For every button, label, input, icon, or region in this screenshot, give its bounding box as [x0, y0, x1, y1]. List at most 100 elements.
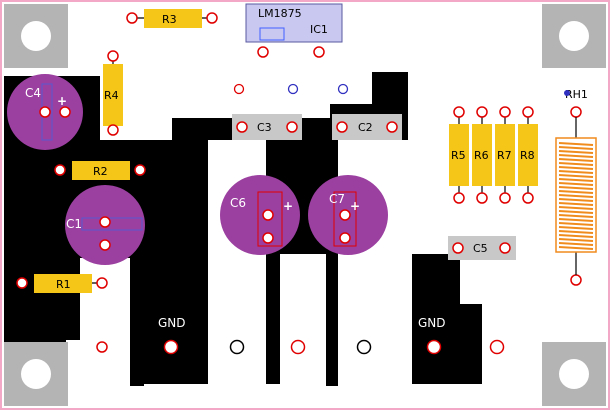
rh1: RH1: [555, 88, 597, 286]
coil-winding: [558, 194, 594, 198]
coil-winding: [558, 238, 594, 242]
rh1-marker: [564, 90, 570, 96]
r2-label: R2: [93, 165, 108, 178]
r8-body: [518, 124, 538, 186]
gnd-left-label: GND: [158, 316, 186, 330]
coil-winding: [558, 230, 594, 234]
r6-pad-2: [476, 192, 488, 204]
c1-label: C1: [66, 217, 82, 231]
coil-winding: [558, 154, 594, 158]
c6-pad-2: [262, 232, 274, 244]
c3: C3: [232, 114, 302, 140]
c5-label: C5: [473, 242, 488, 255]
r1: R1: [16, 274, 108, 293]
c7: C7 +: [308, 175, 388, 255]
coil-winding: [558, 206, 594, 210]
c6-outline: [257, 191, 283, 247]
mounting-holes: [4, 4, 606, 406]
r7-body: [495, 124, 515, 186]
r5-pad-2: [453, 192, 465, 204]
ic1-pin5-pad: [313, 46, 325, 58]
c7-pad-2: [339, 232, 351, 244]
ic1-pin1-pad: [257, 46, 269, 58]
c6-pad-1: [262, 209, 274, 221]
coil-winding: [558, 202, 594, 206]
r3: R3: [126, 9, 218, 28]
coil-winding: [558, 182, 594, 186]
coil-winding: [558, 150, 594, 154]
c1-outline: [81, 217, 143, 231]
c3-label: C3: [257, 121, 272, 134]
coil-winding: [558, 198, 594, 202]
coil-winding: [558, 218, 594, 222]
coil-winding: [558, 146, 594, 150]
c7-outline: [333, 191, 357, 247]
c7-pad-1: [339, 209, 351, 221]
c5: C5: [448, 236, 516, 260]
pad-zero-v: [290, 339, 306, 355]
pad-gnd-right: [426, 339, 442, 355]
pad-in-1: [96, 341, 108, 353]
r2: R2: [54, 161, 146, 180]
ground-pour: [4, 72, 482, 386]
c4-pad-1: [39, 106, 51, 118]
ic1-ref-label: IC1: [310, 23, 328, 36]
r6: R6: [472, 106, 492, 204]
rh1-coil: [558, 142, 594, 250]
c2-label: C2: [358, 121, 373, 134]
coil-winding: [558, 226, 594, 230]
r2-body: [72, 161, 130, 180]
r3-body: [144, 9, 202, 28]
terminals: GND 0v GND: [96, 316, 505, 355]
r7-pad-2: [499, 192, 511, 204]
coil-winding: [558, 242, 594, 246]
r6-label: R6: [474, 149, 489, 162]
via-3: [337, 83, 349, 95]
c6-label: C6: [230, 196, 246, 210]
r3-label: R3: [162, 13, 177, 26]
r6-body: [472, 124, 492, 186]
zero-v-label: 0v: [291, 316, 306, 330]
coil-winding: [558, 178, 594, 182]
r3-pad-2: [206, 12, 218, 24]
c1-pad-1: [99, 216, 111, 228]
r7-label: R7: [497, 149, 512, 162]
c2: C2: [332, 114, 402, 140]
c7-label: C7: [329, 192, 345, 206]
coil-winding: [558, 170, 594, 174]
r7-pad-1: [499, 106, 511, 118]
c4-label: C4: [25, 86, 41, 100]
r1-pad-2: [96, 277, 108, 289]
c6-body: [220, 175, 300, 255]
r5-pad-1: [453, 106, 465, 118]
via-2: [287, 83, 299, 95]
c2-pad-2: [386, 121, 398, 133]
r4: R4: [103, 50, 123, 136]
r4-pad-2: [107, 124, 119, 136]
coil-winding: [558, 234, 594, 238]
gnd-right-label: GND: [418, 316, 446, 330]
r8: R8: [518, 106, 538, 204]
r8-pad-2: [522, 192, 534, 204]
ic1-body: [245, 3, 343, 43]
coil-winding: [558, 174, 594, 178]
via-1: [233, 83, 245, 95]
pad-supply-neg: [229, 339, 245, 355]
c3-pad-2: [286, 121, 298, 133]
r8-label: R8: [520, 149, 535, 162]
c5-pad-1: [452, 242, 464, 254]
c6-plus: +: [283, 199, 293, 213]
c6: C6 +: [220, 175, 300, 255]
coil-winding: [558, 190, 594, 194]
coil-winding: [558, 210, 594, 214]
r7: R7: [495, 106, 515, 204]
ic1: LM1875 IC1: [245, 3, 343, 58]
coil-winding: [558, 186, 594, 190]
coil-winding: [558, 158, 594, 162]
ground-trace: [130, 236, 144, 386]
c4-pad-2: [59, 106, 71, 118]
ic1-outline: [259, 27, 285, 41]
rh1-label: RH1: [565, 88, 588, 101]
coil-winding: [558, 246, 594, 250]
